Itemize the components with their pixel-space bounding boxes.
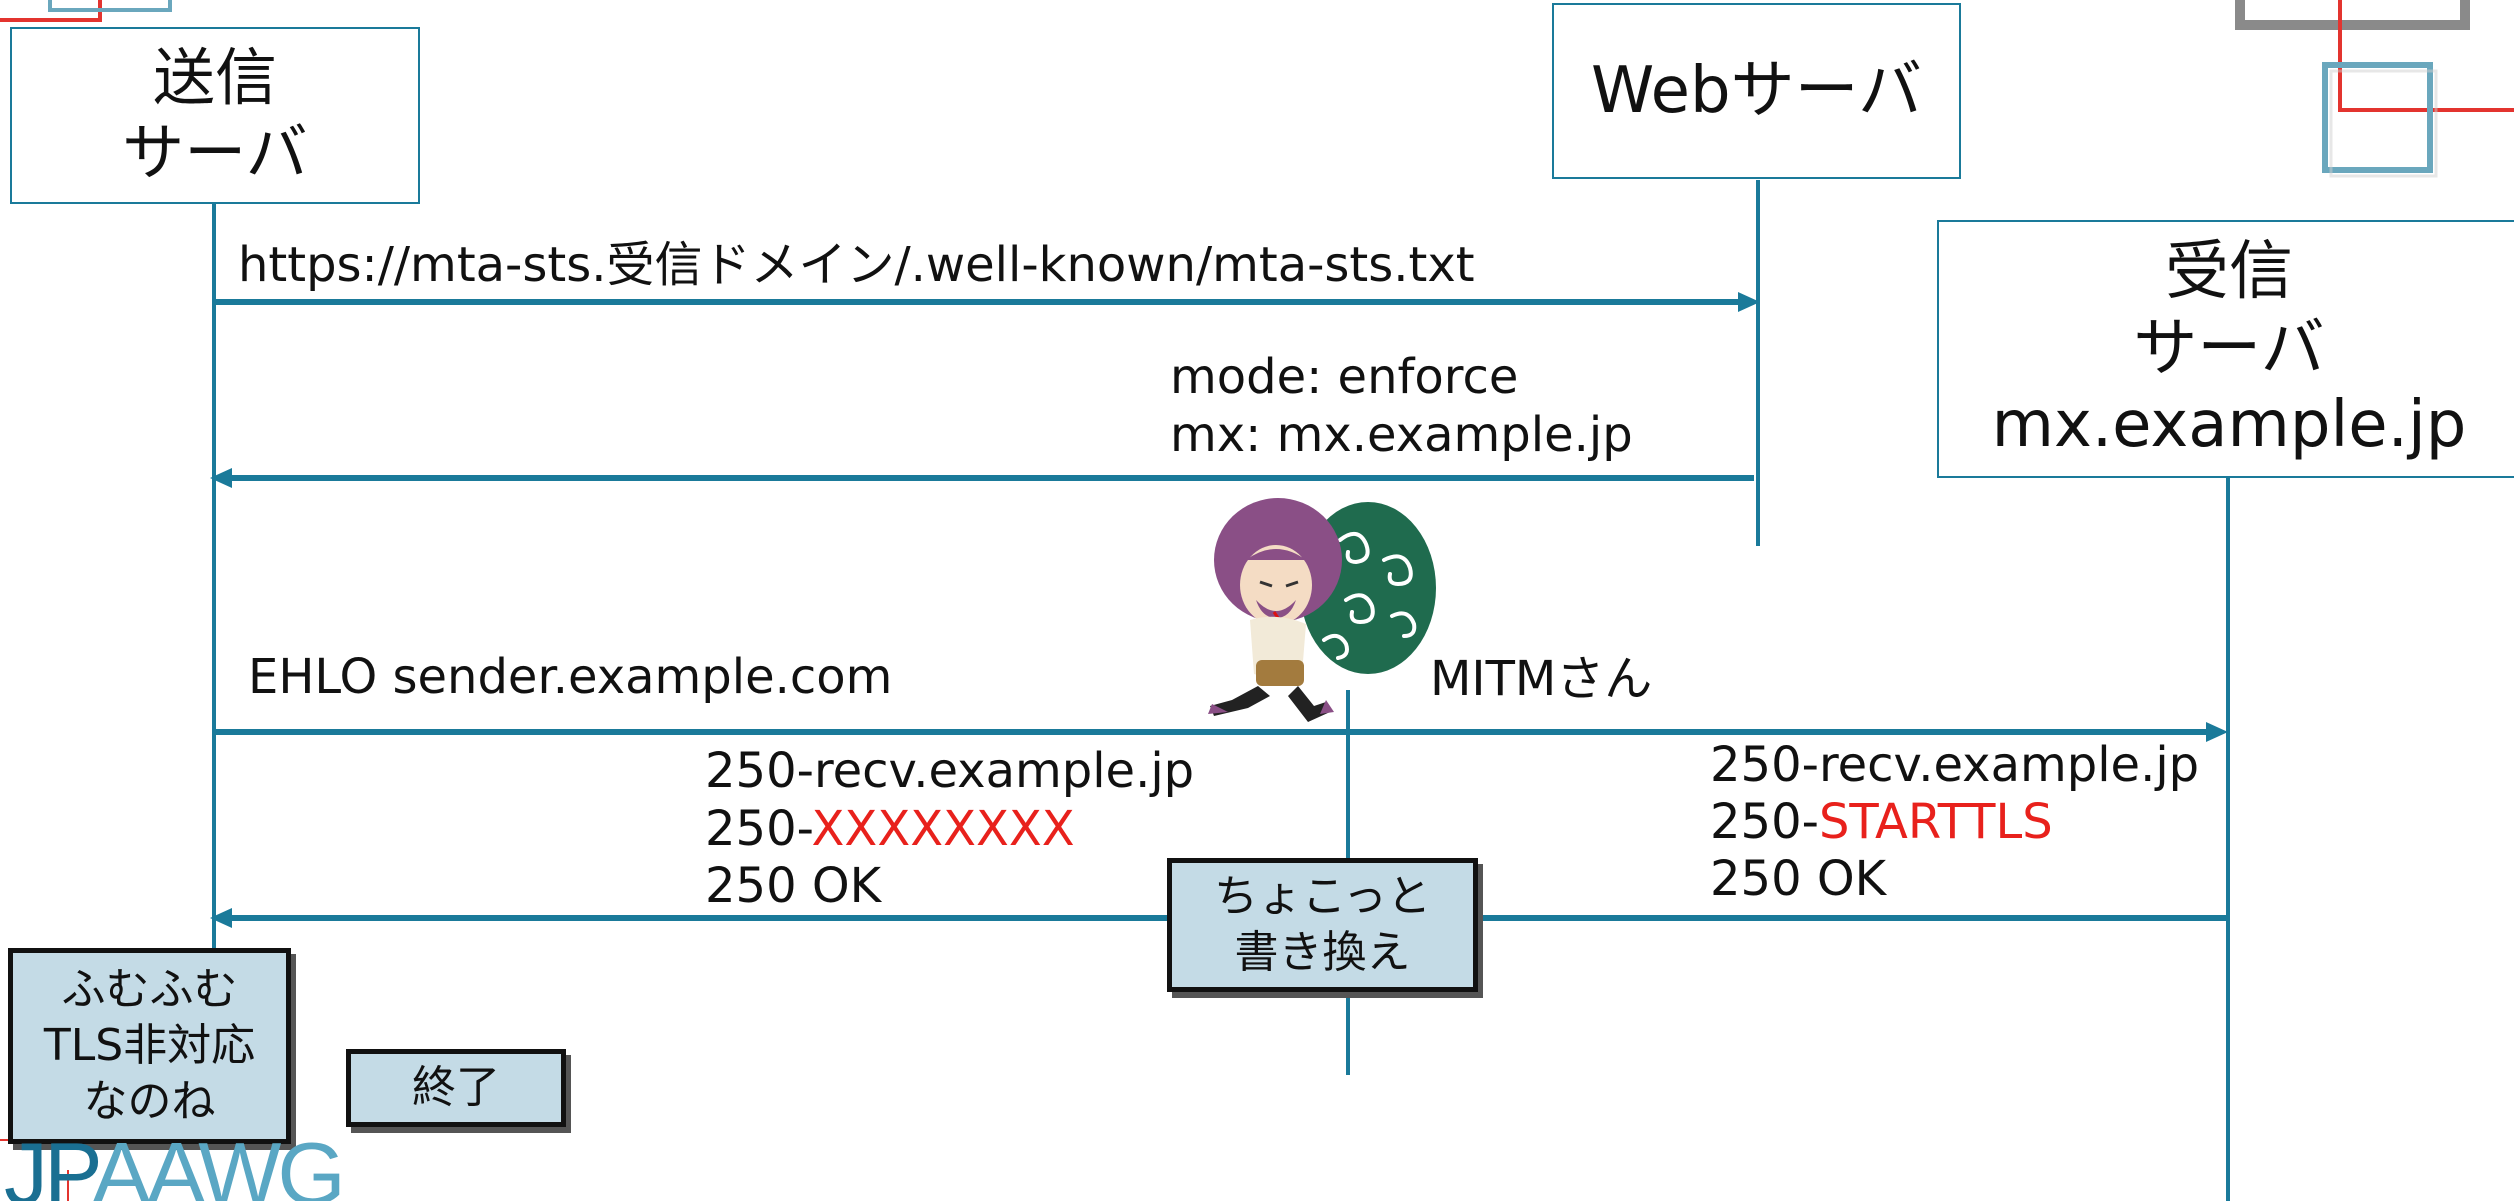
reply-arrowhead	[210, 908, 232, 928]
server-reply-line-1: 250-recv.example.jp	[1710, 737, 2200, 793]
policy-request-arrowhead	[1738, 292, 1760, 312]
policy-request-label: https://mta-sts.受信ドメイン/.well-known/mta-s…	[238, 237, 1475, 293]
end-note-label: 終了	[412, 1062, 500, 1113]
jpaawg-logo: JPAAWG	[4, 1130, 346, 1201]
receiver-server-host: mx.example.jp	[1991, 388, 2467, 463]
ehlo-label: EHLO sender.example.com	[248, 649, 893, 705]
tampered-reply-prefix: 250-	[705, 801, 812, 857]
sender-thought-note: ふむふむ TLS非対応 なのね	[8, 948, 291, 1144]
policy-response-mode: mode: enforce	[1170, 349, 1519, 405]
sender-lifeline	[212, 203, 216, 993]
sender-server-label-2: サーバ	[122, 115, 308, 189]
server-reply-starttls: STARTTLS	[1818, 794, 2053, 850]
tampered-reply-line-3: 250 OK	[705, 858, 882, 914]
policy-response-arrowhead	[210, 468, 232, 488]
mitm-label: MITMさん	[1430, 651, 1653, 707]
web-server-box: Webサーバ	[1552, 3, 1961, 179]
tampered-reply-xxx: XXXXXXXX	[811, 801, 1075, 857]
tamper-note-line-2: 書き換え	[1234, 927, 1411, 978]
sender-thought-line-3: なのね	[83, 1076, 216, 1127]
thief-figure	[1208, 498, 1436, 722]
sender-thought-line-1: ふむふむ	[61, 964, 238, 1015]
web-lifeline	[1756, 180, 1760, 546]
sender-server-box: 送信 サーバ	[10, 27, 420, 204]
tamper-note: ちょこっと 書き換え	[1167, 858, 1478, 992]
server-reply-prefix: 250-	[1710, 794, 1819, 850]
web-server-label: Webサーバ	[1591, 53, 1922, 128]
policy-response-mx: mx: mx.example.jp	[1170, 407, 1633, 463]
ehlo-arrowhead	[2206, 722, 2228, 742]
receiver-server-label-1: 受信	[2165, 234, 2293, 309]
server-reply-line-3: 250 OK	[1710, 851, 1887, 907]
sender-server-label-1: 送信	[152, 41, 277, 115]
receiver-lifeline	[2226, 477, 2230, 1201]
tamper-note-line-1: ちょこっと	[1214, 871, 1431, 922]
sender-thought-line-2: TLS非対応	[43, 1020, 256, 1071]
receiver-server-box: 受信 サーバ mx.example.jp	[1937, 220, 2514, 478]
tampered-reply-line-1: 250-recv.example.jp	[705, 743, 1195, 799]
logo-aawg: AAWG	[92, 1124, 346, 1201]
end-note: 終了	[346, 1049, 566, 1127]
server-reply-line-2: 250-STARTTLS	[1710, 793, 2053, 851]
receiver-server-label-2: サーバ	[2133, 311, 2325, 386]
tampered-reply-line-2: 250-XXXXXXXX	[705, 800, 1075, 858]
logo-jp: JP	[4, 1124, 96, 1201]
